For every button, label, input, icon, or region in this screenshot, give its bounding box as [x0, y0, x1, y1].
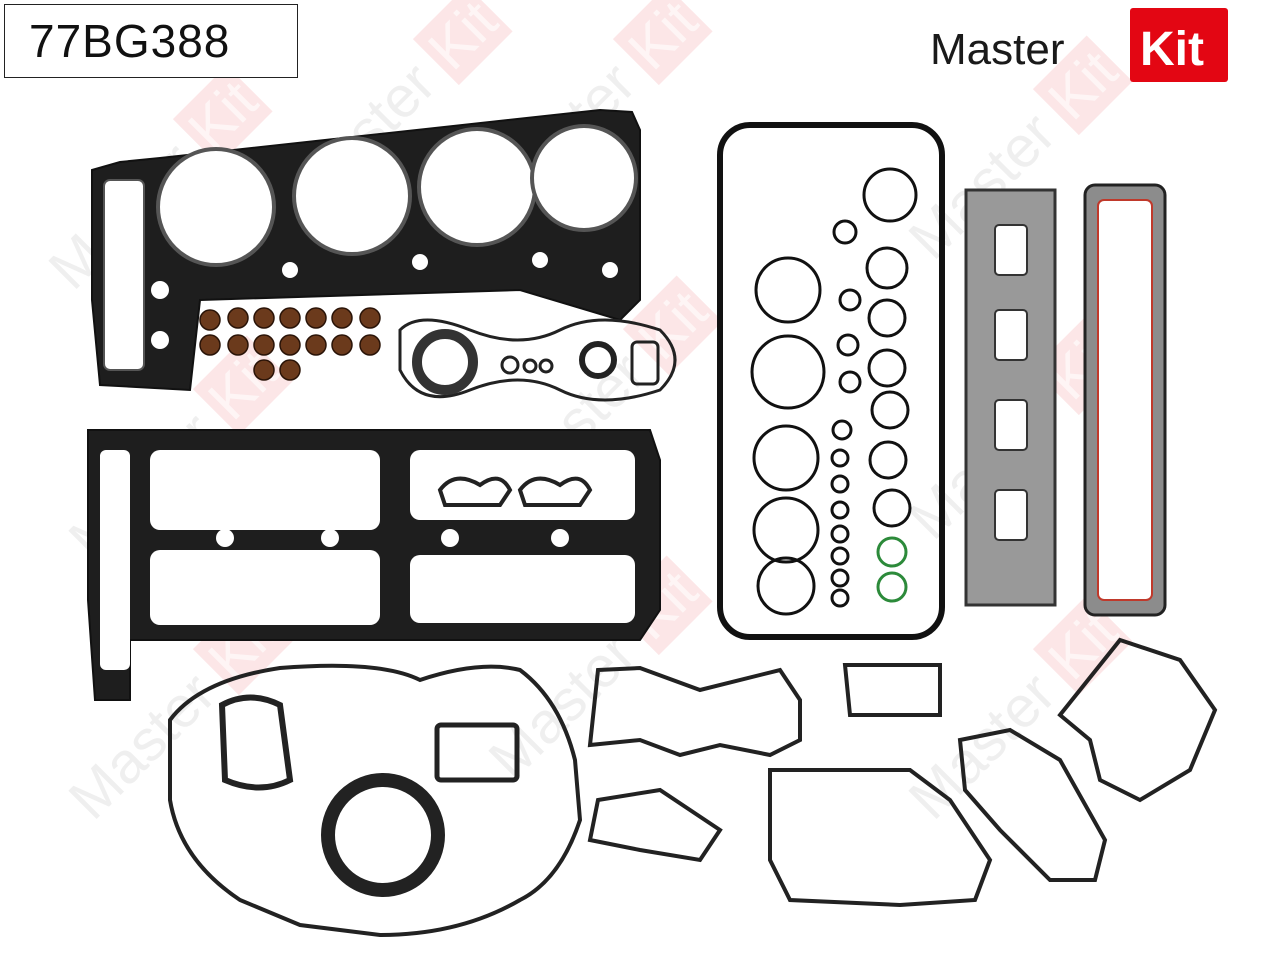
brand-word: Master — [930, 25, 1065, 74]
front-cover-gasket-small — [398, 318, 677, 402]
valve-stem-seals — [199, 307, 381, 381]
small-shaped-gaskets — [437, 476, 593, 507]
brand-badge: Kit — [1130, 8, 1228, 82]
intake-manifold-gasket — [1083, 183, 1167, 617]
water-pump-gaskets — [587, 637, 1218, 908]
brand-logo: Master Kit — [930, 6, 1230, 82]
oil-pan-gasket — [717, 122, 945, 640]
valve-cover-gasket — [87, 429, 661, 701]
cylinder-head-gasket — [91, 108, 641, 392]
part-number-box: 77BG388 — [4, 4, 298, 78]
part-number: 77BG388 — [29, 15, 231, 67]
timing-cover-gasket — [168, 663, 583, 938]
brand-badge-text: Kit — [1140, 23, 1204, 76]
exhaust-manifold-gasket — [964, 188, 1057, 607]
